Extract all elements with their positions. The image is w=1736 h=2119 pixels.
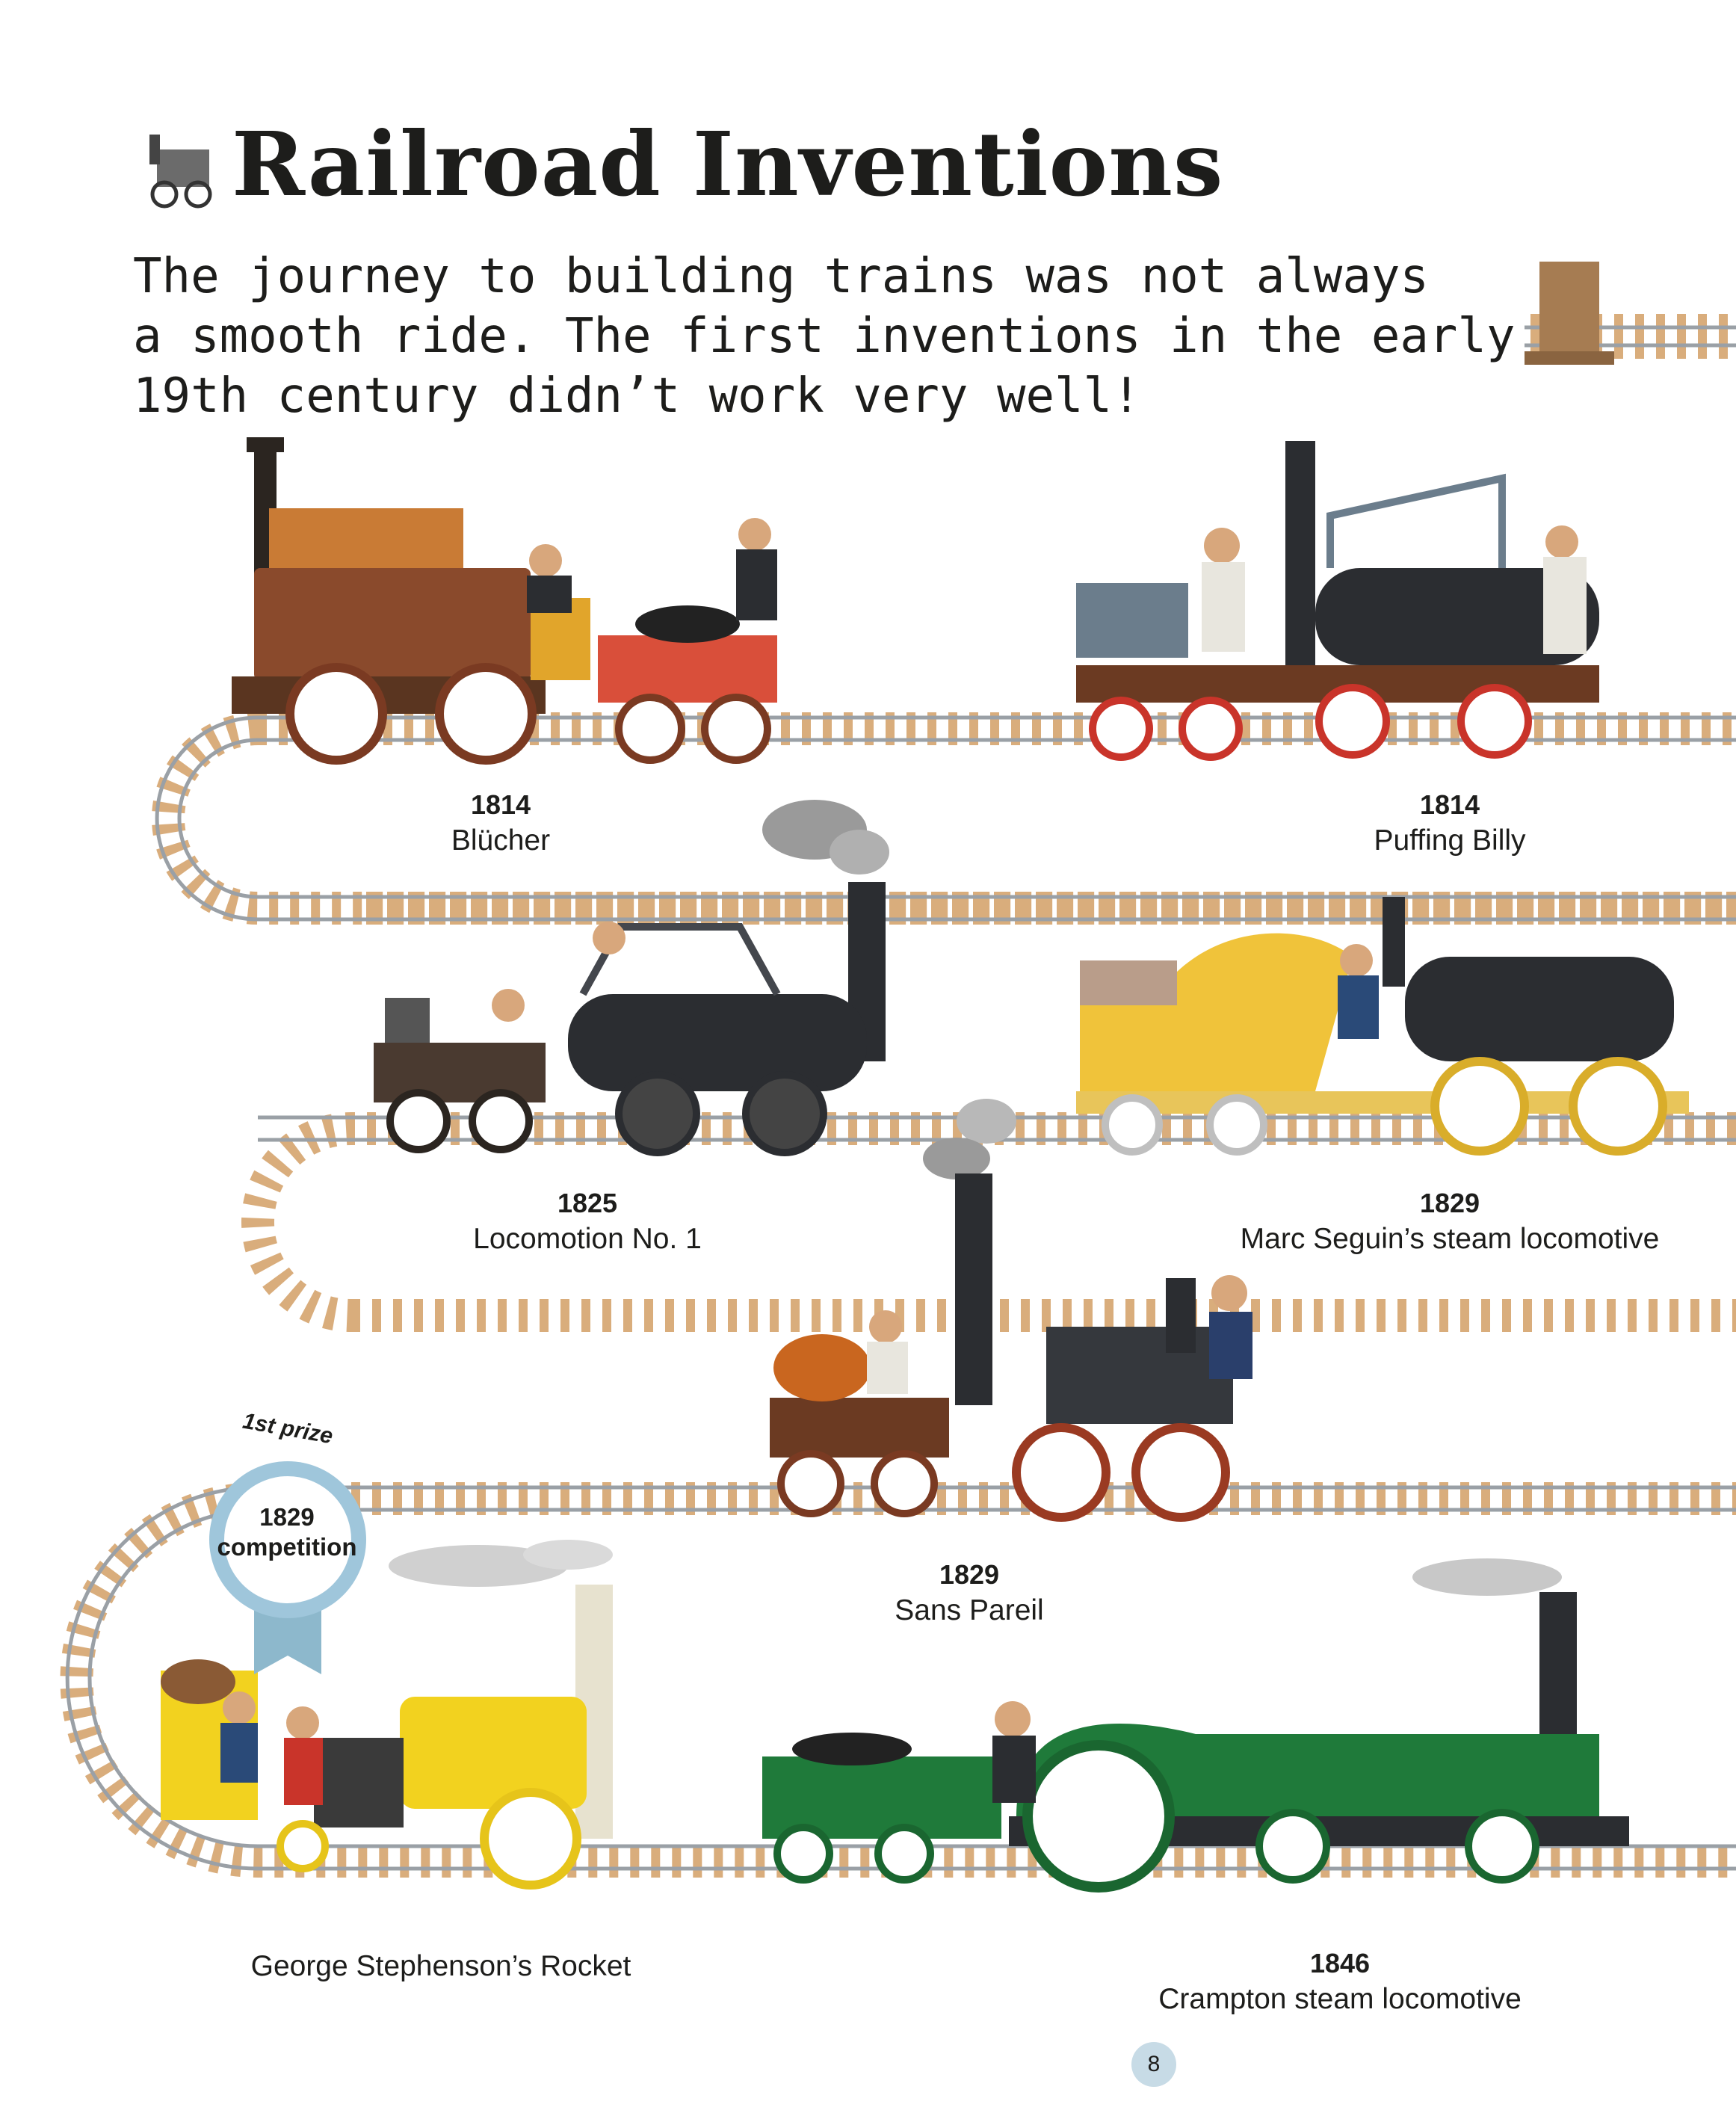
caption-name: George Stephenson’s Rocket: [250, 1950, 631, 1982]
caption-year: 1829: [939, 1559, 1000, 1590]
caption-blucher: 1814 Blücher: [202, 789, 800, 860]
train-crampton: [762, 1558, 1629, 1893]
badge-label: competition: [217, 1533, 357, 1561]
train-rocket: [161, 1540, 613, 1890]
badge-text: 1829 competition: [212, 1502, 362, 1562]
caption-year: 1825: [557, 1188, 618, 1218]
intro-paragraph: The journey to building trains was not a…: [133, 247, 1516, 426]
page-number: 8: [1131, 2042, 1176, 2087]
caption-year: 1829: [1419, 1188, 1480, 1218]
caption-name: Locomotion No. 1: [473, 1223, 702, 1255]
caption-name: Puffing Billy: [1374, 824, 1526, 857]
intro-line-2: a smooth ride. The first inventions in t…: [133, 309, 1516, 364]
page-title: Railroad Inventions: [232, 112, 1224, 216]
train-locomotion-no-1: [374, 800, 889, 1156]
caption-locomotion-no-1: 1825 Locomotion No. 1: [288, 1187, 886, 1259]
intro-line-3: 19th century didn’t work very well!: [133, 368, 1141, 424]
caption-name: Blücher: [451, 824, 551, 857]
train-marc-seguin: [1076, 897, 1689, 1156]
caption-puffing-billy: 1814 Puffing Billy: [1151, 789, 1736, 860]
intro-line-1: The journey to building trains was not a…: [133, 249, 1429, 304]
train-sans-pareil: [770, 1099, 1252, 1522]
caption-name: Crampton steam locomotive: [1158, 1983, 1522, 2015]
caption-year: 1814: [1419, 789, 1480, 820]
caption-crampton: 1846 Crampton steam locomotive: [1041, 1947, 1639, 2019]
caption-name: Sans Pareil: [895, 1594, 1044, 1626]
caption-rocket: George Stephenson’s Rocket: [142, 1947, 740, 1986]
train-blucher: [232, 437, 777, 765]
locomotive-icon: [149, 135, 212, 209]
caption-marc-seguin: 1829 Marc Seguin’s steam locomotive: [1151, 1187, 1736, 1259]
caption-name: Marc Seguin’s steam locomotive: [1240, 1223, 1660, 1255]
badge-year: 1829: [259, 1503, 315, 1531]
train-puffing-billy: [1076, 441, 1599, 761]
caption-year: 1814: [470, 789, 531, 820]
caption-year: 1846: [1309, 1948, 1371, 1978]
caption-sans-pareil: 1829 Sans Pareil: [670, 1558, 1268, 1630]
prize-badge: [209, 1461, 366, 1674]
